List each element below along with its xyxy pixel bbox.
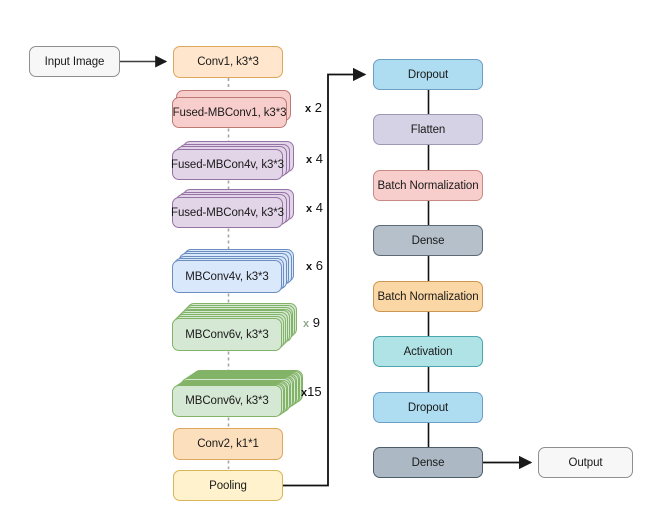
node-label: Dense [411,456,445,469]
node-label: Conv2, k1*1 [197,438,259,450]
repeat-label-x2: x 2 [305,100,322,115]
node-activation: Activation [373,336,483,367]
node-label: Conv1, k3*3 [197,56,259,68]
node-pooling: Pooling [173,470,283,501]
node-label: MBConv4v, k3*3 [185,270,269,283]
node-input-image: Input Image [29,46,120,77]
node-label: Output [568,456,603,469]
node-fused-mbconv4v-2: Fused-MBCon4v, k3*3 [171,188,294,228]
node-flatten: Flatten [373,114,483,145]
node-label: Input Image [44,55,105,68]
node-label: Dropout [407,401,449,414]
node-mbconv6v-2: MBConv6v, k3*3 [172,369,303,417]
node-dense-1: Dense [373,225,483,256]
edge-pooling-dropout [283,67,367,487]
node-mbconv6v-1: MBConv6v, k3*3 [172,302,298,351]
repeat-label-x6: x 6 [306,258,323,273]
node-label: Fused-MBCon4v, k3*3 [171,206,284,219]
node-output: Output [538,447,633,478]
node-label: MBConv6v, k3*3 [185,328,269,341]
node-label: Dense [411,234,445,247]
node-label: Batch Normalization [377,179,479,192]
node-label: MBConv6v, k3*3 [185,395,269,407]
node-label: Flatten [410,123,446,136]
node-fused-mbconv4v-1: Fused-MBCon4v, k3*3 [171,140,294,180]
node-batch-normalization-1: Batch Normalization [373,170,483,201]
node-label: Batch Normalization [377,290,479,303]
node-mbconv4v: MBConv4v, k3*3 [172,249,294,293]
repeat-label-x4-1: x 4 [306,151,323,166]
node-dropout-1: Dropout [373,59,483,90]
node-dense-2: Dense [373,447,483,478]
node-label: Dropout [407,68,449,81]
node-label: Fused-MBCon4v, k3*3 [171,158,284,171]
repeat-label-x15: x15 [301,384,322,399]
node-dropout-2: Dropout [373,392,483,423]
node-conv2: Conv2, k1*1 [173,428,283,460]
node-batch-normalization-2: Batch Normalization [373,281,483,312]
node-label: Fused-MBConv1, k3*3 [172,106,287,119]
node-label: Pooling [209,479,247,492]
repeat-label-x4-2: x 4 [306,200,323,215]
node-label: Activation [403,345,453,358]
node-conv1: Conv1, k3*3 [173,46,283,78]
repeat-label-x9: x 9 [303,315,320,330]
node-fused-mbconv1: Fused-MBConv1, k3*3 [172,90,291,128]
